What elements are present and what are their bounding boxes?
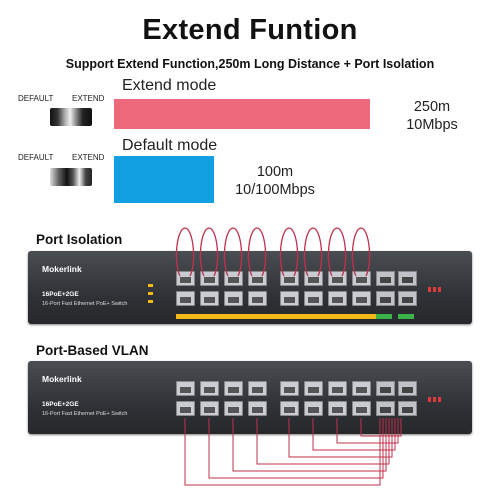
port-based-vlan-title: Port-Based VLAN — [36, 343, 149, 358]
extend-distance-value: 250m — [413, 99, 451, 115]
vlan-connection-line — [312, 418, 396, 451]
isolation-model-line1: 16PoE+2GE — [42, 291, 79, 298]
vlan-dip-switch — [438, 397, 441, 402]
isolation-port — [224, 291, 243, 306]
default-dip-switch-image — [50, 168, 92, 186]
isolation-loop-cable — [175, 227, 195, 277]
vlan-port — [280, 381, 299, 396]
isolation-port — [304, 291, 323, 306]
isolation-loop-cable — [199, 227, 219, 277]
vlan-uplink-port — [376, 401, 395, 416]
extend-dip-switch-image — [50, 108, 92, 126]
vlan-dip-switch — [428, 397, 431, 402]
vlan-brand-logo: Mokerlink — [42, 374, 82, 384]
vlan-uplink-port — [398, 381, 417, 396]
vlan-port — [224, 381, 243, 396]
isolation-port — [248, 291, 267, 306]
isolation-loop-cable — [247, 227, 267, 277]
vlan-connection-line — [232, 418, 387, 472]
vlan-port — [352, 401, 371, 416]
vlan-connection-line — [336, 418, 399, 444]
vlan-port — [280, 401, 299, 416]
isolation-dip-switch — [433, 287, 436, 292]
isolation-model-line2: 16-Port Fast Ethernet PoE+ Switch — [42, 301, 128, 307]
vlan-connection-line — [208, 418, 384, 479]
vlan-port — [304, 401, 323, 416]
default-distance-bar — [114, 156, 214, 203]
isolation-status-led — [148, 300, 153, 303]
vlan-connection-line — [256, 418, 390, 465]
vlan-port — [176, 381, 195, 396]
port-isolation-title: Port Isolation — [36, 232, 123, 247]
vlan-model-line2: 16-Port Fast Ethernet PoE+ Switch — [42, 411, 128, 417]
vlan-port — [328, 401, 347, 416]
isolation-uplink-led — [398, 314, 414, 319]
vlan-connection-line — [184, 418, 381, 486]
isolation-loop-cable — [351, 227, 371, 277]
vlan-port — [352, 381, 371, 396]
vlan-port — [248, 381, 267, 396]
vlan-connection-line — [360, 418, 402, 437]
isolation-dip-switch — [438, 287, 441, 292]
vlan-port — [304, 381, 323, 396]
vlan-dip-switch — [433, 397, 436, 402]
default-switch-extend-label: EXTEND — [72, 153, 105, 162]
page-subtitle: Support Extend Function,250m Long Distan… — [65, 57, 435, 71]
isolation-uplink-port — [376, 291, 395, 306]
isolation-port — [280, 291, 299, 306]
extend-distance-bar — [114, 99, 370, 129]
extend-speed-value: 10Mbps — [406, 117, 458, 133]
isolation-port — [328, 291, 347, 306]
default-mode-label: Default mode — [122, 137, 218, 154]
isolation-uplink-port — [398, 271, 417, 286]
isolation-switch: Mokerlink 16PoE+2GE 16-Port Fast Etherne… — [28, 251, 472, 324]
isolation-poe-strip — [176, 314, 388, 319]
default-switch-default-label: DEFAULT — [18, 153, 54, 162]
isolation-uplink-led — [376, 314, 392, 319]
isolation-dip-switch — [428, 287, 431, 292]
isolation-status-led — [148, 292, 153, 295]
vlan-port — [248, 401, 267, 416]
extend-switch-extend-label: EXTEND — [72, 94, 105, 103]
isolation-port — [200, 291, 219, 306]
page-title: Extend Funtion — [142, 14, 358, 46]
vlan-port — [200, 381, 219, 396]
isolation-brand-logo: Mokerlink — [42, 264, 82, 274]
default-speed-value: 10/100Mbps — [235, 182, 315, 198]
isolation-status-led — [148, 284, 153, 287]
isolation-loop-cable — [303, 227, 323, 277]
default-distance-value: 100m — [256, 164, 294, 180]
vlan-port — [328, 381, 347, 396]
isolation-port — [176, 291, 195, 306]
isolation-uplink-port — [398, 291, 417, 306]
isolation-loop-cable — [279, 227, 299, 277]
vlan-uplink-port — [398, 401, 417, 416]
isolation-loop-cable — [327, 227, 347, 277]
extend-switch-default-label: DEFAULT — [18, 94, 54, 103]
extend-mode-label: Extend mode — [122, 77, 217, 94]
vlan-port — [200, 401, 219, 416]
vlan-port — [176, 401, 195, 416]
vlan-connection-line — [288, 418, 393, 458]
isolation-port — [352, 291, 371, 306]
vlan-port — [224, 401, 243, 416]
vlan-switch: Mokerlink 16PoE+2GE 16-Port Fast Etherne… — [28, 361, 472, 434]
vlan-uplink-port — [376, 381, 395, 396]
isolation-uplink-port — [376, 271, 395, 286]
isolation-loop-cable — [223, 227, 243, 277]
vlan-model-line1: 16PoE+2GE — [42, 401, 79, 408]
